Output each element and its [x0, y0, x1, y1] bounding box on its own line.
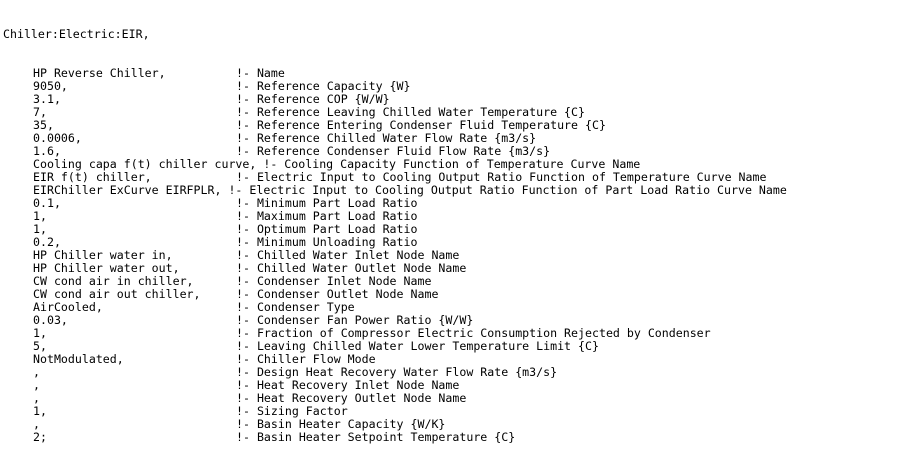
field-comment: !- Reference Leaving Chilled Water Tempe…: [236, 105, 586, 119]
field-line: 1, !- Optimum Part Load Ratio: [3, 223, 787, 236]
field-value: ,: [33, 365, 40, 379]
field-line: CW cond air out chiller, !- Condenser Out…: [3, 288, 787, 301]
field-value: 7,: [33, 105, 47, 119]
field-comment: !- Heat Recovery Outlet Node Name: [236, 391, 467, 405]
field-comment: !- Condenser Fan Power Ratio {W/W}: [236, 313, 474, 327]
field-comment: !- Minimum Unloading Ratio: [236, 235, 418, 249]
field-line: 35, !- Reference Entering Condenser Fluid…: [3, 119, 787, 132]
field-comment: !- Basin Heater Setpoint Temperature {C}: [236, 430, 516, 444]
field-value: 0.03,: [33, 313, 68, 327]
field-line: 0.2, !- Minimum Unloading Ratio: [3, 236, 787, 249]
field-value: ,: [33, 391, 40, 405]
field-line: CW cond air in chiller, !- Condenser Inle…: [3, 275, 787, 288]
field-line: 3.1, !- Reference COP {W/W}: [3, 93, 787, 106]
field-value: CW cond air out chiller,: [33, 287, 201, 301]
field-comment: !- Chiller Flow Mode: [236, 352, 376, 366]
field-value: 0.2,: [33, 235, 61, 249]
field-comment: !- Basin Heater Capacity {W/K}: [236, 417, 446, 431]
object-type: Chiller:Electric:EIR,: [3, 27, 150, 41]
field-comment: !- Reference COP {W/W}: [236, 92, 390, 106]
field-comment: !- Reference Entering Condenser Fluid Te…: [236, 118, 606, 132]
field-value: 35,: [33, 118, 54, 132]
field-value: EIR f(t) chiller,: [33, 170, 152, 184]
field-value: CW cond air in chiller,: [33, 274, 194, 288]
field-value: 3.1,: [33, 92, 61, 106]
field-line: 2; !- Basin Heater Setpoint Temperature {…: [3, 431, 787, 444]
field-comment: !- Condenser Type: [236, 300, 355, 314]
field-value: 5,: [33, 339, 47, 353]
field-value: EIRChiller ExCurve EIRFPLR,: [33, 183, 222, 197]
field-value: AirCooled,: [33, 300, 103, 314]
field-comment: !- Heat Recovery Inlet Node Name: [236, 378, 460, 392]
field-value: ,: [33, 417, 40, 431]
field-line: 1, !- Fraction of Compressor Electric Con…: [3, 327, 787, 340]
field-value: HP Chiller water in,: [33, 248, 173, 262]
field-line: 0.03, !- Condenser Fan Power Ratio {W/W}: [3, 314, 787, 327]
field-value: HP Chiller water out,: [33, 261, 180, 275]
field-line: HP Reverse Chiller, !- Name: [3, 67, 787, 80]
field-value: ,: [33, 378, 40, 392]
field-comment: !- Leaving Chilled Water Lower Temperatu…: [236, 339, 599, 353]
idf-object-listing: Chiller:Electric:EIR, HP Reverse Chiller…: [3, 2, 787, 457]
field-line: 7, !- Reference Leaving Chilled Water Tem…: [3, 106, 787, 119]
field-comment: !- Fraction of Compressor Electric Consu…: [236, 326, 711, 340]
field-value: 1,: [33, 404, 47, 418]
field-value: Cooling capa f(t) chiller curve,: [33, 157, 257, 171]
field-comment: !- Condenser Outlet Node Name: [236, 287, 439, 301]
field-comment: !- Reference Condenser Fluid Flow Rate {…: [236, 144, 551, 158]
field-comment: !- Condenser Inlet Node Name: [236, 274, 432, 288]
field-line: , !- Design Heat Recovery Water Flow Rate…: [3, 366, 787, 379]
field-comment: !- Reference Capacity {W}: [236, 79, 411, 93]
field-line: NotModulated, !- Chiller Flow Mode: [3, 353, 787, 366]
field-value: 2;: [33, 430, 47, 444]
field-line: 0.0006, !- Reference Chilled Water Flow R…: [3, 132, 787, 145]
field-comment: !- Name: [236, 66, 285, 80]
field-line: 9050, !- Reference Capacity {W}: [3, 80, 787, 93]
field-line: AirCooled, !- Condenser Type: [3, 301, 787, 314]
field-line: EIR f(t) chiller, !- Electric Input to Co…: [3, 171, 787, 184]
field-comment: !- Optimum Part Load Ratio: [236, 222, 418, 236]
field-line: 0.1, !- Minimum Part Load Ratio: [3, 197, 787, 210]
field-line: HP Chiller water in, !- Chilled Water Inl…: [3, 249, 787, 262]
field-value: 0.0006,: [33, 131, 82, 145]
field-comment: !- Sizing Factor: [236, 404, 348, 418]
field-comment: !- Chilled Water Outlet Node Name: [236, 261, 467, 275]
field-value: 1.6,: [33, 144, 61, 158]
field-value: 1,: [33, 326, 47, 340]
field-value: NotModulated,: [33, 352, 124, 366]
field-comment: !- Chilled Water Inlet Node Name: [236, 248, 460, 262]
field-line: , !- Basin Heater Capacity {W/K}: [3, 418, 787, 431]
field-value: 9050,: [33, 79, 68, 93]
field-line: 1.6, !- Reference Condenser Fluid Flow Ra…: [3, 145, 787, 158]
field-line: , !- Heat Recovery Inlet Node Name: [3, 379, 787, 392]
field-comment: !- Reference Chilled Water Flow Rate {m3…: [236, 131, 537, 145]
field-line: EIRChiller ExCurve EIRFPLR, !- Electric …: [3, 184, 787, 197]
field-value: 1,: [33, 222, 47, 236]
field-line: HP Chiller water out, !- Chilled Water Ou…: [3, 262, 787, 275]
field-comment: !- Design Heat Recovery Water Flow Rate …: [236, 365, 558, 379]
field-line: 5, !- Leaving Chilled Water Lower Tempera…: [3, 340, 787, 353]
field-comment: !- Cooling Capacity Function of Temperat…: [256, 157, 641, 171]
field-line: Cooling capa f(t) chiller curve, !- Cool…: [3, 158, 787, 171]
field-value: HP Reverse Chiller,: [33, 66, 166, 80]
field-line: , !- Heat Recovery Outlet Node Name: [3, 392, 787, 405]
field-value: 0.1,: [33, 196, 61, 210]
field-list: HP Reverse Chiller, !- Name 9050, !- Refere…: [3, 67, 787, 444]
field-value: 1,: [33, 209, 47, 223]
field-line: 1, !- Maximum Part Load Ratio: [3, 210, 787, 223]
field-comment: !- Electric Input to Cooling Output Rati…: [221, 183, 787, 197]
field-comment: !- Minimum Part Load Ratio: [236, 196, 418, 210]
field-comment: !- Maximum Part Load Ratio: [236, 209, 418, 223]
field-comment: !- Electric Input to Cooling Output Rati…: [236, 170, 767, 184]
field-line: 1, !- Sizing Factor: [3, 405, 787, 418]
object-type-line: Chiller:Electric:EIR,: [3, 28, 787, 41]
